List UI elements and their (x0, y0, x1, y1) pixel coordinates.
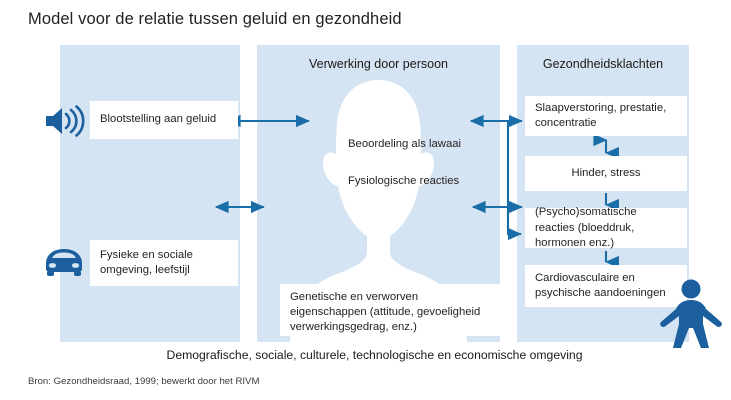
panel-health-title: Gezondheidsklachten (542, 57, 664, 71)
box-cardiovascular-disease-label: Cardiovasculaire en psychische aandoenin… (535, 271, 666, 299)
source-note: Bron: Gezondheidsraad, 1999; bewerkt doo… (28, 376, 260, 387)
box-environment-label: Fysieke en sociale omgeving, leefstijl (100, 248, 193, 276)
box-exposure[interactable]: Blootstelling aan geluid (90, 101, 238, 139)
bottom-band-label: Demografische, sociale, culturele, techn… (166, 348, 583, 362)
box-cardiovascular-disease[interactable]: Cardiovasculaire en psychische aandoenin… (525, 265, 687, 307)
box-annoyance-stress-label: Hinder, stress (571, 166, 641, 179)
box-environment[interactable]: Fysieke en sociale omgeving, leefstijl (90, 240, 238, 286)
box-genetics-label: Genetische en verworven eigenschappen (a… (290, 291, 481, 334)
box-genetics[interactable]: Genetische en verworven eigenschappen (a… (280, 284, 500, 336)
panel-exposure (60, 45, 240, 342)
car-icon (46, 249, 82, 276)
speaker-icon (46, 105, 85, 137)
panel-person-title: Verwerking door persoon (309, 57, 448, 71)
box-sleep-disturbance-label: Slaapverstoring, prestatie, concentratie (535, 101, 667, 129)
text-physiological-reactions: Fysiologische reacties (348, 175, 460, 187)
box-somatic-reactions[interactable]: (Psycho)somatische reacties (bloeddruk, … (525, 206, 687, 249)
box-annoyance-stress[interactable]: Hinder, stress (525, 156, 687, 191)
box-sleep-disturbance[interactable]: Slaapverstoring, prestatie, concentratie (525, 96, 687, 136)
box-exposure-label: Blootstelling aan geluid (100, 113, 217, 126)
person-icon (660, 279, 722, 348)
text-judgement-as-noise: Beoordeling als lawaai (348, 138, 462, 150)
person-silhouette-graphic (290, 80, 467, 342)
box-somatic-reactions-label: (Psycho)somatische reacties (bloeddruk, … (535, 206, 637, 249)
page-title: Model voor de relatie tussen geluid en g… (28, 10, 402, 28)
